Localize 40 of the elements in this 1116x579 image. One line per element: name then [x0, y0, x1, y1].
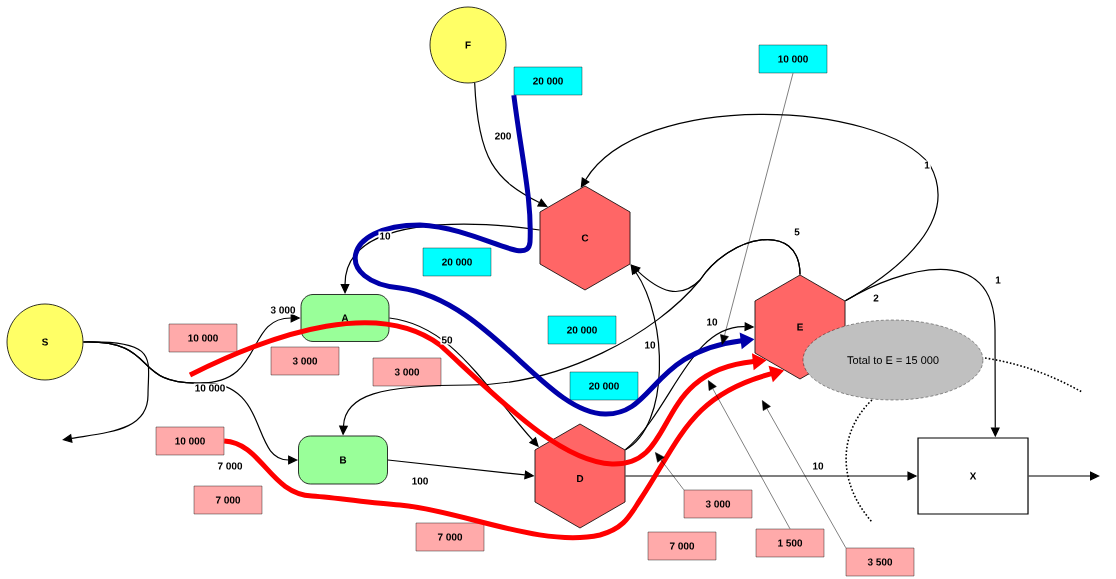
store-box: B — [298, 435, 388, 485]
leader-line — [720, 72, 794, 345]
flow-label: 10 000 — [193, 383, 227, 393]
value-box: 10 000 — [155, 426, 225, 456]
value-box: 7 000 — [647, 531, 717, 561]
edge-label: 200 — [493, 131, 513, 141]
value-box: 20 000 — [513, 66, 583, 96]
edge-label: 50 — [440, 335, 454, 345]
edge-label: 1 — [923, 160, 931, 170]
arrow — [62, 341, 150, 443]
value-box: 3 500 — [845, 547, 915, 577]
leader-line — [655, 452, 685, 491]
edge-label: 10 — [643, 340, 657, 350]
edge-label: 10 — [378, 231, 392, 241]
value-box: 3 000 — [372, 357, 442, 387]
edge-label: 10 — [811, 461, 825, 471]
leader-line — [762, 400, 847, 549]
value-box: 7 000 — [415, 522, 485, 552]
value-box: 3 000 — [683, 489, 753, 519]
process-hexagon: D — [534, 423, 626, 529]
edge-label: 100 — [410, 476, 430, 486]
edge-label: 1 — [994, 275, 1002, 285]
flow-label: 2 — [872, 293, 880, 303]
edge-label: 3 000 — [269, 305, 297, 315]
edge-label: 7 000 — [216, 461, 244, 471]
process-hexagon: C — [539, 185, 631, 291]
sink-box: X — [917, 437, 1029, 515]
value-box: 3 000 — [270, 346, 340, 376]
edge-label: 5 — [793, 227, 801, 237]
edge-label: 10 — [705, 317, 719, 327]
value-box: 20 000 — [547, 315, 617, 345]
arrow — [1028, 471, 1100, 481]
value-box: 7 000 — [193, 485, 263, 515]
value-box: 20 000 — [569, 371, 639, 401]
arrow — [474, 82, 548, 207]
value-box: 1 500 — [755, 528, 825, 558]
value-box: 10 000 — [758, 44, 828, 74]
value-box: 20 000 — [422, 247, 492, 277]
value-box: 10 000 — [168, 323, 238, 353]
leader-line — [708, 380, 791, 530]
